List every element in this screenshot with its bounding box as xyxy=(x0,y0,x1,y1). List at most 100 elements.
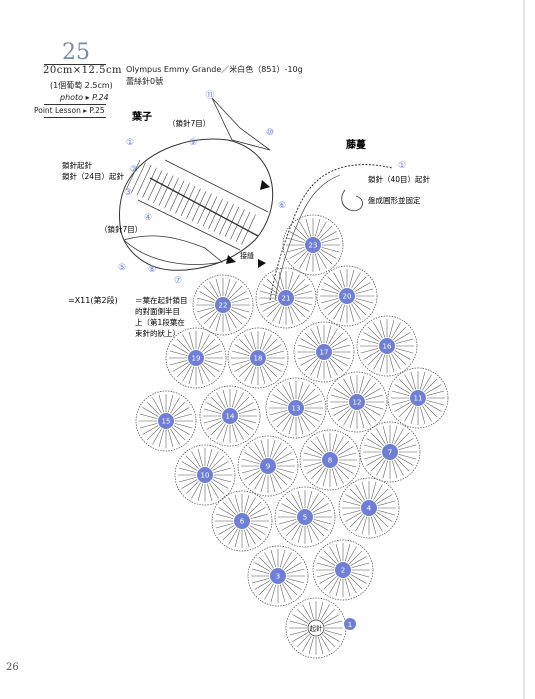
grape-stitch xyxy=(332,433,338,452)
grape-outer-round xyxy=(199,385,261,447)
grape-stitch xyxy=(209,451,219,468)
grape-stitch xyxy=(197,448,203,467)
round-marker: ⑪ xyxy=(205,90,214,101)
grape-stitch xyxy=(142,407,159,417)
grape-center xyxy=(278,290,294,306)
grape-outer-round xyxy=(165,327,227,389)
grape-stitch xyxy=(307,525,313,544)
grape-stitch xyxy=(262,365,272,382)
grape-stitch xyxy=(234,494,240,513)
grape-stitch xyxy=(349,269,355,288)
grape-number: 10 xyxy=(201,472,210,480)
leaf-stitch xyxy=(175,183,190,214)
formula-desc-line: 束針的狀上） xyxy=(135,328,180,338)
leaf-stitch xyxy=(169,180,185,211)
grape-stitch xyxy=(327,302,341,316)
grape-stitch xyxy=(169,360,188,366)
grape-stitch xyxy=(349,576,363,590)
grape-stitch xyxy=(410,406,416,425)
grape-stitch xyxy=(290,274,300,291)
grape-stitch xyxy=(389,319,395,338)
grape-stitch xyxy=(222,389,228,408)
grape-stitch xyxy=(323,632,340,642)
grape-stitch xyxy=(337,446,354,456)
grape-center xyxy=(379,338,395,354)
photo-reference: photo ▸ P.24 xyxy=(60,93,109,102)
grape-stitch xyxy=(294,290,313,296)
grape-stitch xyxy=(304,332,318,346)
grape-stitch xyxy=(231,350,250,356)
grape-number: 14 xyxy=(226,413,235,421)
grape-stitch xyxy=(139,413,158,419)
grape-stitch xyxy=(293,251,307,265)
leaf-stitch xyxy=(241,214,256,245)
grape-stitch xyxy=(319,556,336,566)
grape-stitch xyxy=(367,352,381,366)
grape-stitch xyxy=(363,332,380,342)
grape-stitch xyxy=(351,572,370,578)
grape-stitch xyxy=(207,448,213,467)
grape-stitch xyxy=(330,332,344,346)
grape-stitch xyxy=(282,415,292,432)
grape-stitch xyxy=(176,364,190,378)
grape-stitch xyxy=(250,513,269,519)
grape-stitch xyxy=(168,429,174,448)
grape-motif: 16 xyxy=(356,315,418,377)
round-marker: ① xyxy=(126,138,134,148)
grape-outer-round xyxy=(356,315,418,377)
grape-stitch xyxy=(199,291,216,301)
grape-stitch xyxy=(244,334,254,351)
grape-number: 8 xyxy=(328,457,332,465)
grape-stitch xyxy=(298,416,304,435)
grape-stitch xyxy=(333,303,343,320)
leaf-stitch xyxy=(131,162,146,193)
grape-stitch xyxy=(359,410,365,429)
grape-stitch xyxy=(251,578,270,584)
grape-stitch xyxy=(209,482,219,499)
grape-stitch xyxy=(259,290,278,296)
grape-stitch xyxy=(229,285,243,299)
leaf-tip-top xyxy=(211,97,271,151)
grape-outer-round xyxy=(282,214,344,276)
grape-stitch xyxy=(302,388,316,402)
leaf-outline xyxy=(119,138,274,271)
grape-stitch xyxy=(258,556,272,570)
grape-stitch xyxy=(394,459,404,476)
grape-stitch xyxy=(222,527,236,541)
grape-stitch xyxy=(289,231,306,241)
grape-stitch xyxy=(420,406,426,425)
leaf-stitch xyxy=(235,211,251,243)
grape-stitch xyxy=(262,334,272,351)
formula-desc-line: 的對面側半目 xyxy=(135,306,180,316)
grape-stitch xyxy=(244,494,250,513)
grape-stitch xyxy=(146,427,160,441)
grape-center xyxy=(158,413,174,429)
grape-stitch xyxy=(292,278,306,292)
grape-motif: 21 xyxy=(255,267,317,329)
grape-outer-round xyxy=(135,390,197,452)
grape-stitch xyxy=(272,394,289,404)
round-marker: ⑨ xyxy=(189,138,197,148)
grape-stitch xyxy=(229,311,243,325)
grape-stitch xyxy=(231,360,250,366)
grape-stitch xyxy=(360,338,379,344)
grape-stitch xyxy=(152,397,162,414)
grape-stitch xyxy=(266,360,285,366)
grape-stitch xyxy=(370,432,384,446)
grape-stitch xyxy=(371,516,377,535)
grape-stitch xyxy=(238,364,252,378)
grape-stitch xyxy=(291,493,301,510)
start-marker: 1 xyxy=(344,618,356,630)
grape-stitch xyxy=(345,543,351,562)
grape-motif: 18 xyxy=(227,327,289,389)
leaf-stitch xyxy=(153,172,168,204)
grape-stitch xyxy=(361,481,367,500)
grape-stitch xyxy=(364,388,381,398)
grape-stitch xyxy=(317,221,327,238)
grape-stitch xyxy=(236,422,250,436)
grape-stitch xyxy=(251,568,270,574)
vine-fix-note: 盤成圓形並固定 xyxy=(368,195,421,205)
grape-stitch xyxy=(181,479,198,489)
grape-number: 13 xyxy=(292,405,301,413)
